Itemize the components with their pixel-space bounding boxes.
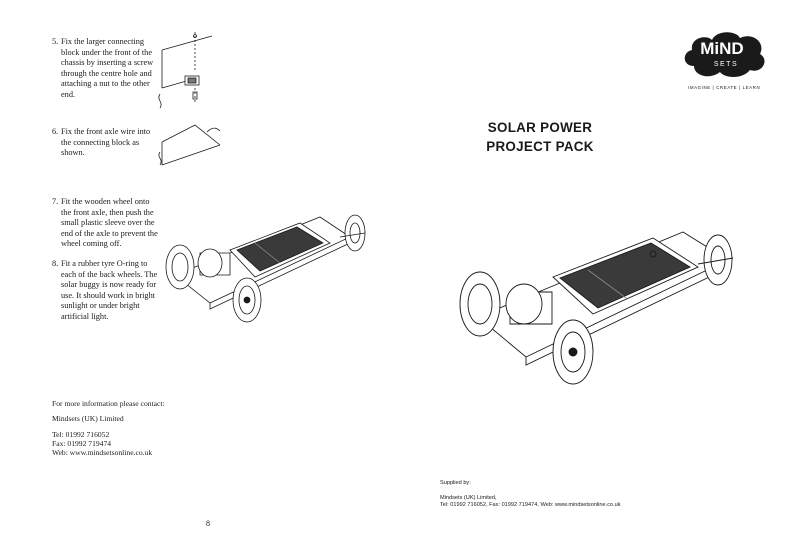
step-text: Fit the wooden wheel onto the front axle…	[61, 197, 158, 249]
logo-sub: SETS	[714, 61, 738, 68]
step-number: 7.	[52, 197, 59, 206]
logo-tagline: IMAGINE | CREATE | LEARN	[688, 85, 761, 90]
contact-fax: Fax: 01992 719474	[52, 439, 112, 448]
step-number: 5.	[52, 37, 59, 46]
contact-intro: For more information please contact:	[52, 399, 165, 408]
title-line-2: PROJECT PACK	[486, 139, 594, 154]
contact-web: Web: www.mindsetsonline.co.uk	[52, 448, 153, 457]
chassis-block-diagram-icon	[158, 32, 213, 109]
title-line-1: SOLAR POWER	[487, 120, 593, 135]
mindsets-logo-icon: MiND SETS	[684, 32, 765, 77]
step-number: 6.	[52, 127, 59, 136]
logo-text: MiND	[700, 39, 743, 58]
page-number: 8	[206, 519, 210, 528]
supplier-contact: Tel: 01992 716052, Fax: 01992 719474, We…	[440, 502, 621, 508]
supplier-name: Mindsets (UK) Limited,	[440, 495, 497, 501]
step-number: 8.	[52, 259, 59, 268]
supplied-by-label: Supplied by:	[440, 480, 471, 486]
page-title: SOLAR POWER PROJECT PACK	[466, 118, 614, 156]
axle-wire-diagram-icon	[158, 124, 221, 166]
contact-company: Mindsets (UK) Limited	[52, 414, 124, 423]
step-text: Fix the front axle wire into the connect…	[61, 127, 151, 158]
solar-buggy-illustration-large	[459, 231, 734, 385]
left-page: 5. Fix the larger connecting block under…	[52, 32, 366, 528]
step-text: Fit a rubber tyre O-ring to each of the …	[61, 259, 158, 321]
solar-buggy-illustration	[165, 214, 366, 323]
step-text: Fix the larger connecting block under th…	[61, 37, 154, 99]
contact-tel: Tel: 01992 716052	[52, 430, 110, 439]
